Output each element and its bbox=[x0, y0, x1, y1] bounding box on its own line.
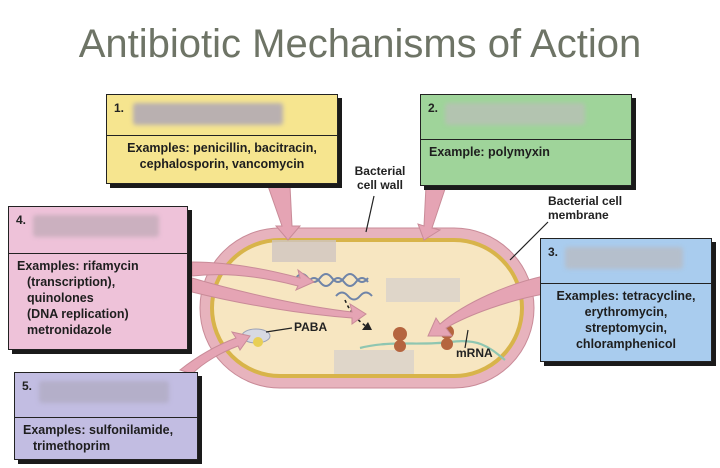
example-line: Examples: penicillin, bacitracin, bbox=[127, 141, 317, 155]
ribosome-icon bbox=[441, 338, 453, 350]
label-line bbox=[365, 195, 375, 233]
page-title: Antibiotic Mechanisms of Action bbox=[78, 22, 642, 66]
arrow-box4-replication bbox=[191, 277, 367, 325]
hidden-mechanism bbox=[39, 381, 169, 403]
label-line bbox=[464, 329, 469, 349]
box-examples: Examples: rifamycin (transcription), qui… bbox=[9, 254, 187, 342]
example-line: erythromycin, bbox=[584, 305, 668, 319]
box-examples: Examples: penicillin, bacitracin, cephal… bbox=[107, 136, 337, 176]
hidden-mechanism bbox=[445, 103, 585, 125]
box-header: 4. bbox=[9, 207, 187, 254]
label-line-text: membrane bbox=[548, 208, 609, 222]
example-line: Example: polymyxin bbox=[429, 145, 550, 159]
box-number: 2. bbox=[428, 101, 439, 115]
box-examples: Examples: tetracycline, erythromycin, st… bbox=[541, 284, 711, 356]
hidden-mechanism bbox=[33, 215, 159, 237]
label-line bbox=[509, 221, 549, 261]
transcription-arrowhead bbox=[362, 322, 372, 330]
example-line: chloramphenicol bbox=[575, 337, 677, 351]
cell-membrane-label: Bacterial cell membrane bbox=[548, 194, 648, 222]
mechanism-box-5: 5. Examples: sulfonilamide, trimethoprim bbox=[14, 372, 198, 460]
cell-wall-label: Bacterial cell wall bbox=[340, 164, 420, 192]
example-line: streptomycin, bbox=[585, 321, 667, 335]
paba-icon bbox=[253, 337, 263, 347]
blurred-label bbox=[272, 240, 336, 262]
example-line: quinolones bbox=[27, 291, 94, 305]
mechanism-box-2: 2. Example: polymyxin bbox=[420, 94, 632, 186]
mechanism-box-1: 1. Examples: penicillin, bacitracin, cep… bbox=[106, 94, 338, 184]
paba-label: PABA bbox=[294, 320, 328, 334]
example-line: metronidazole bbox=[27, 323, 112, 337]
mechanism-box-3: 3. Examples: tetracycline, erythromycin,… bbox=[540, 238, 712, 362]
blurred-label bbox=[386, 278, 460, 302]
box-examples: Example: polymyxin bbox=[421, 140, 631, 164]
example-line: cephalosporin, vancomycin bbox=[139, 157, 305, 171]
label-line-text: cell wall bbox=[356, 178, 404, 192]
arrow-box1-cellwall bbox=[267, 185, 302, 241]
label-line-text: Bacterial cell bbox=[548, 194, 623, 208]
box-number: 4. bbox=[16, 213, 27, 227]
mechanism-box-4: 4. Examples: rifamycin (transcription), … bbox=[8, 206, 188, 350]
box-header: 1. bbox=[107, 95, 337, 136]
hidden-mechanism bbox=[565, 247, 683, 269]
hidden-mechanism bbox=[133, 103, 283, 125]
ribosome-icon bbox=[394, 340, 406, 352]
label-line bbox=[265, 327, 293, 333]
arrow-box2-membrane bbox=[417, 185, 447, 241]
example-line: Examples: rifamycin bbox=[17, 259, 139, 273]
example-line: (transcription), bbox=[27, 275, 116, 289]
example-line: trimethoprim bbox=[33, 439, 111, 453]
box-examples: Examples: sulfonilamide, trimethoprim bbox=[15, 418, 197, 458]
box-header: 2. bbox=[421, 95, 631, 140]
example-line: (DNA replication) bbox=[27, 307, 129, 321]
arrow-box5-paba bbox=[178, 331, 251, 375]
arrow-box4-dna bbox=[191, 261, 315, 292]
arrow-box3-ribosome bbox=[427, 275, 545, 337]
example-line: Examples: sulfonilamide, bbox=[23, 423, 174, 437]
dna-strand bbox=[335, 291, 373, 301]
box-number: 5. bbox=[22, 379, 33, 393]
box-header: 3. bbox=[541, 239, 711, 284]
box-number: 1. bbox=[114, 101, 125, 115]
box-number: 3. bbox=[548, 245, 559, 259]
ribosome-icon bbox=[393, 327, 407, 341]
box-header: 5. bbox=[15, 373, 197, 418]
blurred-label bbox=[334, 350, 414, 374]
example-line: Examples: tetracycline, bbox=[556, 289, 696, 303]
mrna-label: mRNA bbox=[456, 346, 493, 360]
label-line-text: Bacterial bbox=[354, 164, 406, 178]
